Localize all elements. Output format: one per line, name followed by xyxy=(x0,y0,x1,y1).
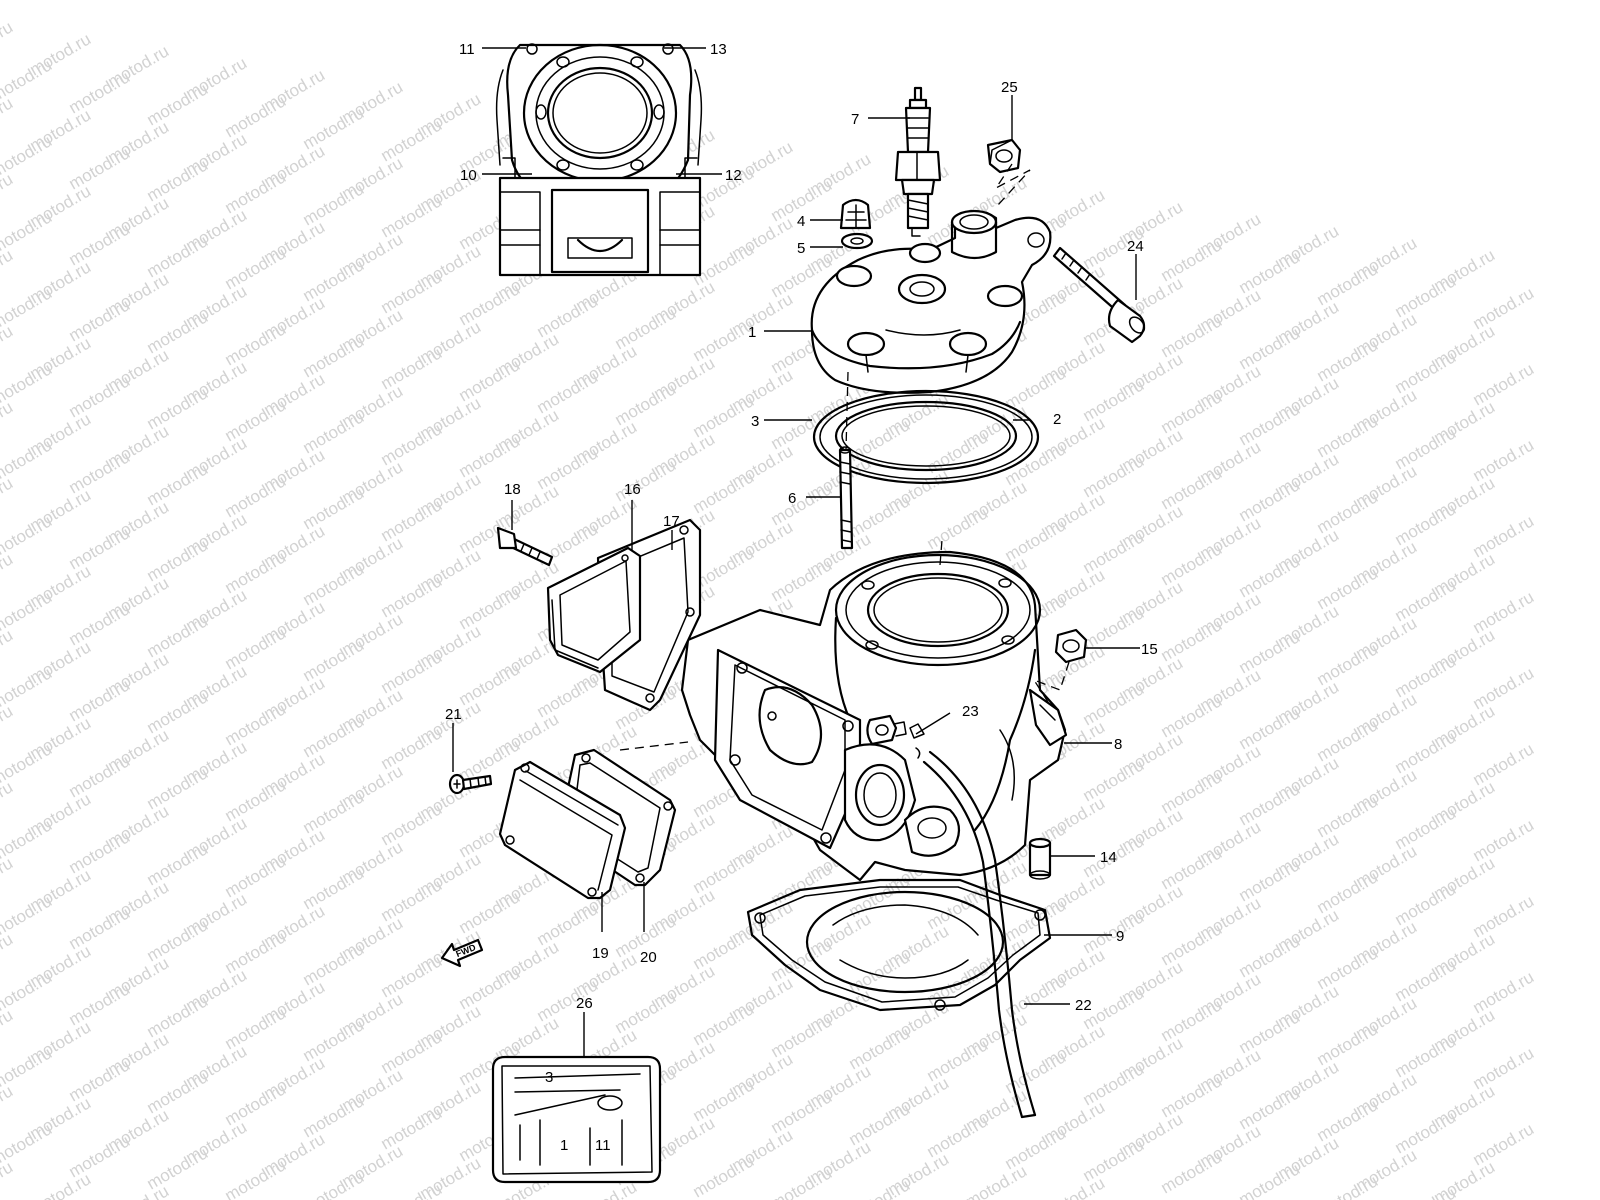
part-base-gasket[interactable] xyxy=(746,878,1052,1012)
watermark-text: motod.ru xyxy=(300,1167,368,1200)
watermark-text: motod.ru xyxy=(0,473,16,523)
watermark-text: motod.ru xyxy=(222,1155,290,1200)
watermark-text: motod.ru xyxy=(0,93,16,143)
watermark-text: motod.ru xyxy=(378,1179,446,1200)
part-cylinder-head[interactable] xyxy=(810,209,1052,394)
callout-19: 19 xyxy=(592,945,609,962)
label-26-glyph-3: 11 xyxy=(595,1137,611,1154)
callout-24: 24 xyxy=(1127,238,1144,255)
part-bolt-24[interactable] xyxy=(1052,246,1147,344)
callout-22: 22 xyxy=(1075,997,1092,1014)
watermark-text: motod.ru xyxy=(0,17,16,67)
part-spark-plug[interactable] xyxy=(894,86,942,237)
watermark-text: motod.ru xyxy=(27,1169,95,1200)
callout-13: 13 xyxy=(710,41,727,58)
part-dowel-14[interactable] xyxy=(1028,837,1052,880)
watermark-text: motod.ru xyxy=(1314,1171,1382,1200)
part-washer[interactable] xyxy=(840,232,874,250)
callout-26: 26 xyxy=(576,995,593,1012)
callout-6: 6 xyxy=(788,490,796,507)
fwd-arrow-icon: FWD xyxy=(440,938,484,968)
callout-5: 5 xyxy=(797,240,805,257)
callout-7: 7 xyxy=(851,111,859,128)
watermark-text: motod.ru xyxy=(1041,1173,1109,1200)
watermark-text: motod.ru xyxy=(0,397,16,447)
watermark-text: motod.ru xyxy=(1392,1183,1460,1200)
watermark-text: motod.ru xyxy=(0,549,16,599)
watermark-text: motod.ru xyxy=(0,777,16,827)
callout-12: 12 xyxy=(725,167,742,184)
label-26-glyph-2: 1 xyxy=(560,1137,568,1154)
part-nut-15[interactable] xyxy=(1054,628,1088,664)
callout-21: 21 xyxy=(445,706,462,723)
part-bolt-18[interactable] xyxy=(496,526,554,567)
callout-17: 17 xyxy=(663,513,680,530)
callout-10: 10 xyxy=(460,167,477,184)
watermark-text: motod.ru xyxy=(0,321,16,371)
callout-16: 16 xyxy=(624,481,641,498)
watermark-text: motod.ru xyxy=(0,929,16,979)
label-26-glyph-1: 3 xyxy=(545,1069,553,1086)
callout-15: 15 xyxy=(1141,641,1158,658)
watermark-text: motod.ru xyxy=(0,701,16,751)
watermark-text: motod.ru xyxy=(0,1005,16,1055)
watermark-text: motod.ru xyxy=(0,169,16,219)
part-cap-nut[interactable] xyxy=(839,198,872,230)
callout-1: 1 xyxy=(748,324,756,341)
watermark-text: motod.ru xyxy=(0,245,16,295)
part-o-ring-2[interactable] xyxy=(834,400,1018,472)
callout-14: 14 xyxy=(1100,849,1117,866)
watermark-layer: motod.ru motod.ru motod.ru motod.ru motod.ru… xyxy=(0,17,1537,1200)
part-label-26[interactable]: 3 1 11 xyxy=(491,1055,662,1184)
watermark-text: motod.ru xyxy=(768,1163,836,1200)
watermark-text: motod.ru xyxy=(963,1161,1031,1200)
part-nut-25[interactable] xyxy=(986,138,1022,174)
watermark-text: motod.ru xyxy=(0,853,16,903)
callout-23: 23 xyxy=(962,703,979,720)
watermark-text: motod.ru xyxy=(1158,1147,1226,1197)
callout-2: 2 xyxy=(1053,411,1061,428)
callout-9: 9 xyxy=(1116,928,1124,945)
watermark-text: motod.ru xyxy=(0,1157,16,1200)
callout-numbers: 11 13 10 12 7 25 4 5 24 1 3 2 6 18 16 17… xyxy=(445,41,1158,1014)
callout-11: 11 xyxy=(459,41,475,58)
callout-4: 4 xyxy=(797,213,805,230)
part-hose-22[interactable] xyxy=(922,750,1037,1119)
part-o-ring-3[interactable] xyxy=(812,389,1040,485)
callout-25: 25 xyxy=(1001,79,1018,96)
part-fitting-23[interactable] xyxy=(866,714,925,759)
watermark-text: motod.ru xyxy=(0,1081,16,1131)
leader-lines xyxy=(452,47,1140,1057)
callout-8: 8 xyxy=(1114,736,1122,753)
assembly-lines xyxy=(619,163,1070,751)
watermark-text: motod.ru xyxy=(105,1181,173,1200)
part-cover-16[interactable] xyxy=(546,546,642,674)
part-cylinder[interactable] xyxy=(680,550,1068,882)
watermark-text: motod.ru xyxy=(1236,1159,1304,1200)
callout-3: 3 xyxy=(751,413,759,430)
watermark-text: motod.ru xyxy=(0,625,16,675)
callout-18: 18 xyxy=(504,481,521,498)
part-stud[interactable] xyxy=(838,446,854,550)
part-screw-21[interactable] xyxy=(448,773,493,795)
watermark-text: motod.ru xyxy=(690,1151,758,1200)
part-cylinder-top-view[interactable] xyxy=(495,43,703,277)
part-cover-19[interactable] xyxy=(498,760,627,900)
callout-20: 20 xyxy=(640,949,657,966)
watermark-text: motod.ru xyxy=(846,1175,914,1200)
